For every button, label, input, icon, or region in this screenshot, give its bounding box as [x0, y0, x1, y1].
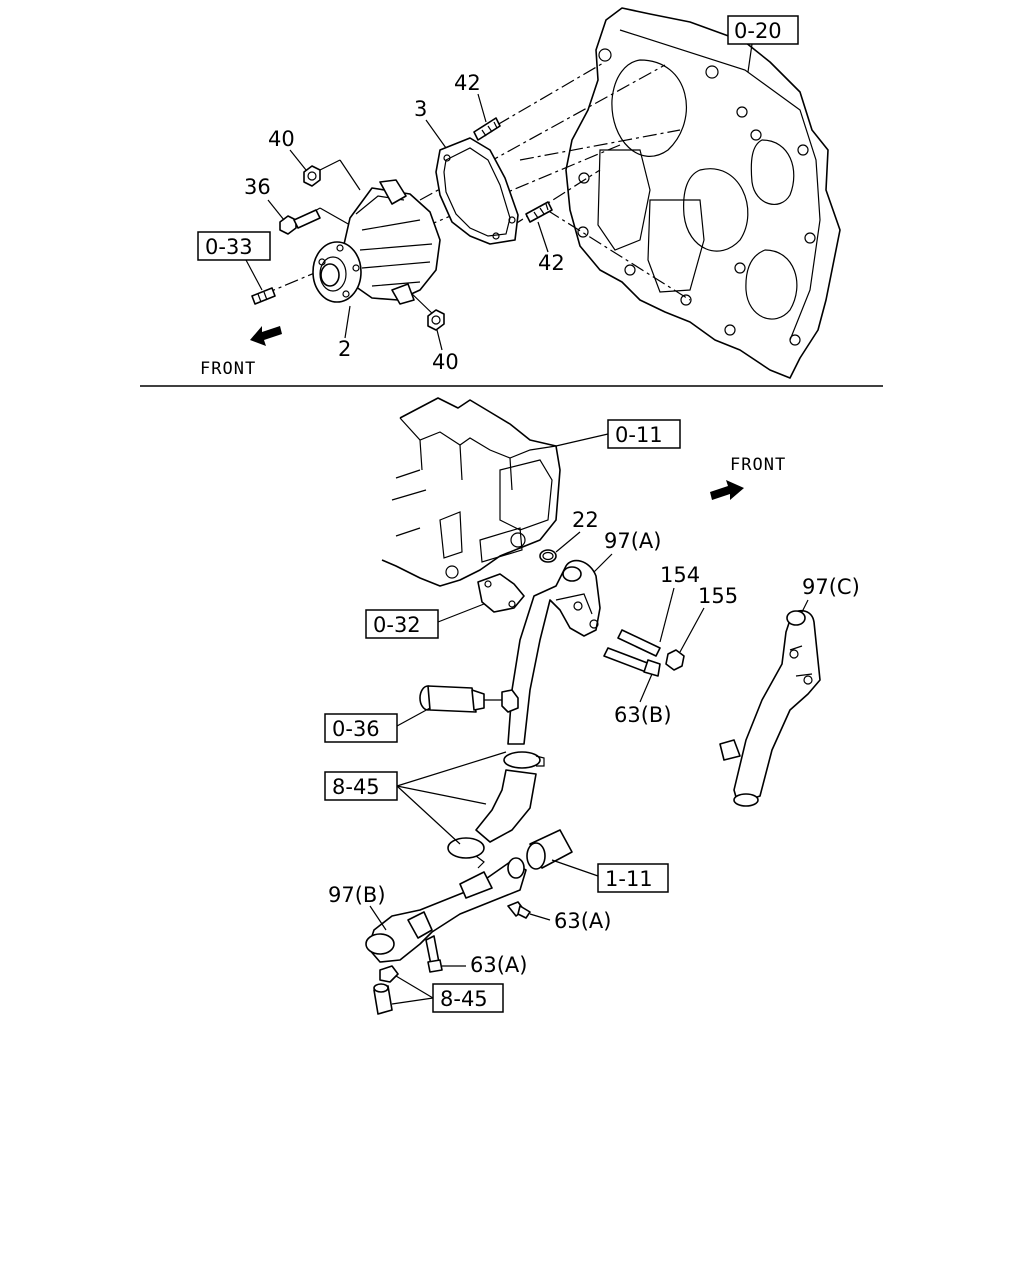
cylinder-head-0-11	[381, 397, 561, 587]
bolt-63a-lower	[425, 935, 443, 973]
ref-box-1-11[interactable]	[597, 863, 669, 893]
hose-clamp-lower	[447, 837, 485, 869]
pipe-97c	[719, 609, 821, 807]
label-63b: 63(B)	[614, 703, 672, 727]
ref-box-0-20[interactable]	[727, 15, 799, 45]
nut-40-upper	[303, 165, 321, 187]
ref-0-32-text: 0-32	[373, 613, 421, 637]
label-155: 155	[698, 584, 738, 608]
ref-0-36-text: 0-36	[332, 717, 380, 741]
ref-0-33-text: 0-33	[205, 235, 253, 259]
pipe-97b	[365, 857, 527, 963]
label-154: 154	[660, 563, 700, 587]
label-97a: 97(A)	[604, 529, 661, 553]
ref-1-11-text: 1-11	[605, 867, 653, 891]
bolt-63b	[603, 647, 661, 677]
bolt-36	[279, 209, 321, 235]
front-text-top: FRONT	[200, 359, 256, 379]
label-97c: 97(C)	[802, 575, 860, 599]
fitting-0-36	[419, 685, 519, 713]
label-2: 2	[338, 337, 351, 361]
label-40-upper: 40	[268, 127, 295, 151]
ref-box-0-33[interactable]	[197, 231, 271, 261]
ref-0-11-text: 0-11	[615, 423, 663, 447]
ref-8-45-upper-text: 8-45	[332, 775, 380, 799]
top-labels: 0-20 0-33 42 3 40 36 42 2 40 FRONT	[197, 15, 799, 379]
ref-box-0-32[interactable]	[365, 609, 439, 639]
bottom-labels: 0-11 FRONT 22 97(A) 154 155 97(C) 0-32 6…	[324, 419, 860, 1013]
label-42-lower: 42	[538, 251, 565, 275]
gasket-0-32	[477, 573, 525, 613]
stud-0-33	[251, 287, 276, 305]
label-3: 3	[414, 97, 427, 121]
ref-box-0-11[interactable]	[607, 419, 681, 449]
nut-40-lower	[427, 309, 445, 331]
label-97b: 97(B)	[328, 883, 386, 907]
label-63a-right: 63(A)	[554, 909, 611, 933]
small-clamp-8-45	[379, 965, 399, 983]
ref-0-20-text: 0-20	[734, 19, 782, 43]
front-arrow-bottom	[710, 480, 744, 500]
short-hose-8-45	[373, 983, 393, 1015]
front-text-bottom: FRONT	[730, 455, 786, 475]
stud-154	[617, 629, 661, 657]
nut-155	[665, 649, 685, 671]
pipe-97a	[507, 559, 601, 745]
label-36: 36	[244, 175, 271, 199]
hose-clamp-upper	[503, 751, 545, 769]
front-arrow-top	[250, 326, 282, 346]
label-22: 22	[572, 508, 599, 532]
timing-case-cover	[565, 7, 841, 379]
stud-42-upper	[473, 117, 501, 141]
stud-42-lower	[525, 201, 553, 223]
label-63a-lower: 63(A)	[470, 953, 527, 977]
ref-8-45-lower-text: 8-45	[440, 987, 488, 1011]
ref-box-0-36[interactable]	[324, 713, 398, 743]
label-42-upper: 42	[454, 71, 481, 95]
hose-8-45	[475, 769, 537, 843]
top-leader-lines	[261, 61, 691, 319]
ref-box-8-45-lower[interactable]	[432, 983, 504, 1013]
pipe-end-1-11	[526, 829, 573, 870]
o-ring-22	[539, 549, 557, 563]
label-40-lower: 40	[432, 350, 459, 374]
gasket-3	[435, 137, 519, 245]
water-pump-2	[312, 179, 441, 305]
ref-box-8-45-upper[interactable]	[324, 771, 398, 801]
bolt-63a-right	[507, 901, 531, 919]
